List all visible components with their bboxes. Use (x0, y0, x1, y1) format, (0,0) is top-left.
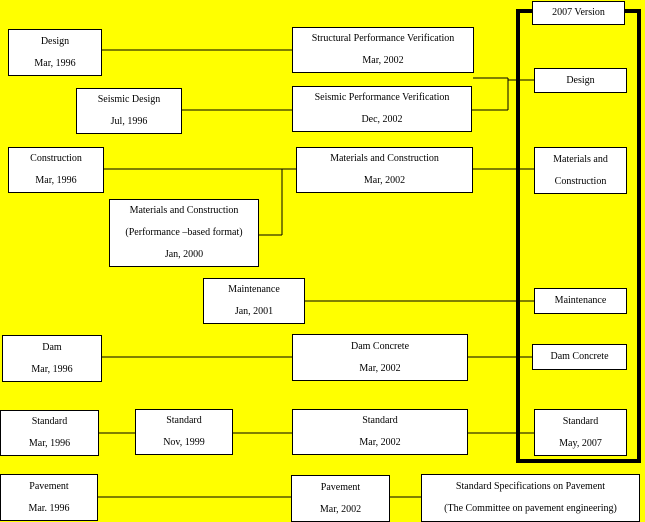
box-title: Materials and Construction (330, 153, 439, 164)
standard-specifications-pavement-box: Standard Specifications on Pavement (The… (421, 474, 640, 522)
box-subtitle: (Performance –based format) (125, 227, 243, 238)
box-title: Standard (362, 415, 398, 426)
box-date: Mar, 1996 (31, 363, 73, 375)
box-date: Mar, 1996 (35, 175, 77, 186)
seismic-design-box: Seismic Design Jul, 1996 (76, 88, 182, 134)
box-title: Design (40, 35, 70, 47)
box-title: Pavement (320, 481, 361, 493)
box-title: Design (566, 74, 595, 86)
design-1996-box: Design Mar, 1996 (8, 29, 102, 76)
box-date: Nov, 1999 (163, 437, 205, 448)
box-title: Construction (30, 153, 82, 164)
box-title-line1: Materials and (553, 153, 608, 165)
dam-concrete-2002-box: Dam Concrete Mar, 2002 (292, 334, 468, 381)
dam-box: Dam Mar, 1996 (2, 335, 102, 382)
box-title: Seismic Design (97, 94, 161, 105)
box-date: Jul, 1996 (110, 116, 148, 127)
maintenance-box: Maintenance Jan, 2001 (203, 278, 305, 324)
version-label-text: 2007 Version (552, 7, 605, 18)
materials-construction-2007-box: Materials and Construction (534, 147, 627, 194)
standard-2002-box: Standard Mar, 2002 (292, 409, 468, 455)
box-title: Maintenance (554, 295, 607, 306)
version-2007-label: 2007 Version (532, 1, 625, 25)
box-date: Mar, 2002 (362, 55, 404, 66)
box-title: Dam (42, 341, 62, 353)
box-title: Seismic Performance Verification (314, 92, 450, 103)
box-date: Mar, 1996 (34, 57, 76, 69)
box-title: Maintenance (228, 284, 280, 295)
box-date: May, 2007 (559, 437, 602, 449)
box-date: Mar, 2002 (359, 437, 401, 448)
standard-1996-box: Standard Mar, 1996 (0, 410, 99, 456)
box-title: Standard (166, 415, 202, 426)
box-date: Mar, 1996 (28, 438, 71, 449)
pavement-2002-box: Pavement Mar, 2002 (291, 475, 390, 522)
box-date: Mar, 2002 (363, 175, 406, 186)
pavement-1996-box: Pavement Mar. 1996 (0, 474, 98, 521)
box-title: Standard (31, 416, 68, 427)
box-title: Pavement (29, 480, 69, 492)
materials-construction-performance-box: Materials and Construction (Performance … (109, 199, 259, 267)
seismic-performance-box: Seismic Performance Verification Dec, 20… (292, 86, 472, 132)
box-title: Materials and Construction (129, 205, 239, 216)
materials-construction-2002-box: Materials and Construction Mar, 2002 (296, 147, 473, 193)
dam-concrete-2007-box: Dam Concrete (532, 344, 627, 370)
box-date: Mar. 1996 (28, 502, 70, 514)
box-title: Dam Concrete (550, 351, 609, 362)
standard-2007-box: Standard May, 2007 (534, 409, 627, 456)
maintenance-2007-box: Maintenance (534, 288, 627, 314)
box-date: Dec, 2002 (361, 114, 403, 125)
box-title: Standard (562, 415, 599, 427)
box-title: Structural Performance Verification (311, 33, 455, 44)
construction-box: Construction Mar, 1996 (8, 147, 104, 193)
standard-1999-box: Standard Nov, 1999 (135, 409, 233, 455)
box-date: Mar, 2002 (319, 503, 362, 515)
box-date: Mar, 2002 (359, 362, 401, 374)
box-subtitle: (The Committee on pavement engineering) (444, 503, 617, 514)
box-date: Jan, 2001 (234, 306, 274, 317)
design-2007-box: Design (534, 68, 627, 93)
box-title-line2: Construction (554, 175, 607, 187)
box-title: Standard Specifications on Pavement (455, 481, 606, 492)
box-title: Dam Concrete (350, 340, 410, 352)
box-date: Jan, 2000 (164, 249, 204, 260)
structural-performance-box: Structural Performance Verification Mar,… (292, 27, 474, 73)
